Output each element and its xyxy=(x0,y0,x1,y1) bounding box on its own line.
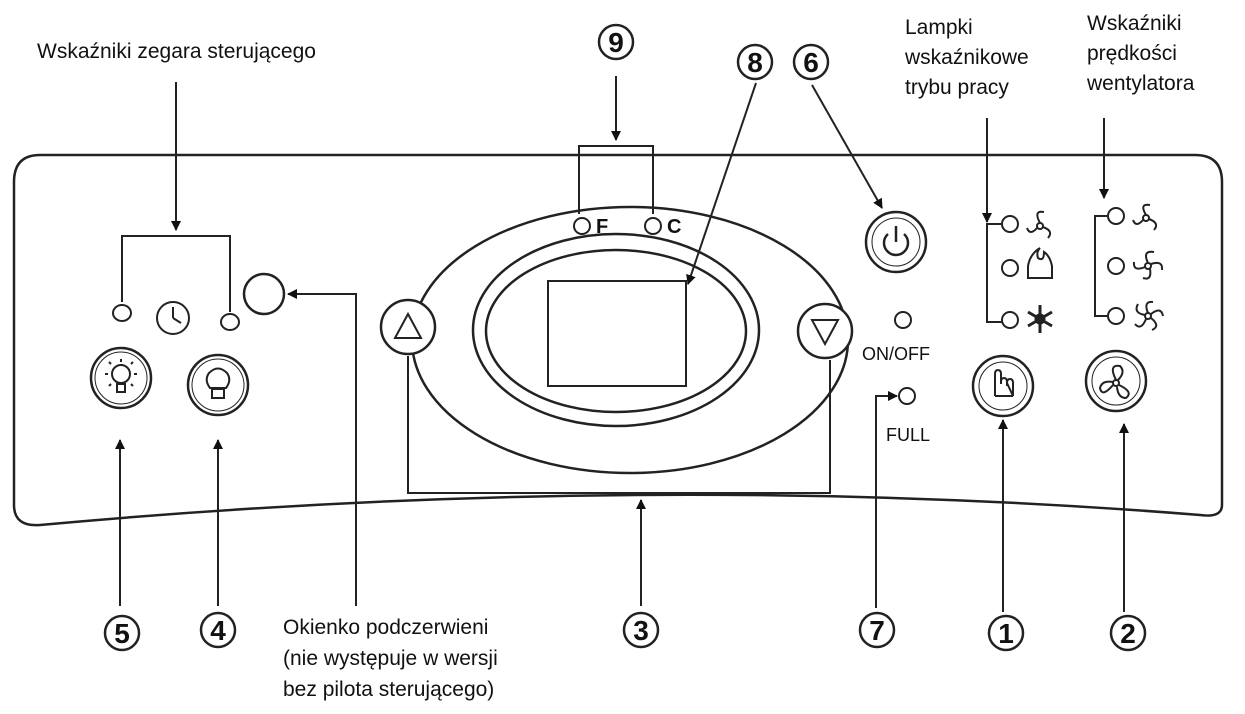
timer-bracket xyxy=(121,235,231,312)
light-button[interactable] xyxy=(186,353,250,417)
fan-led-low xyxy=(1107,207,1125,225)
fan-speed-label-line2: prędkości xyxy=(1087,42,1177,65)
mode-led-fan xyxy=(1001,215,1019,233)
svg-text:6: 6 xyxy=(803,47,819,78)
mode-led-cool xyxy=(1001,311,1019,329)
timer-button[interactable] xyxy=(89,346,153,410)
mode-led-heat xyxy=(1001,259,1019,277)
mode-bracket xyxy=(986,223,1003,323)
mode-lamps-label-line1: Lampki xyxy=(905,16,973,39)
arrows-bracket xyxy=(407,356,831,494)
ir-window-label-line3: bez pilota sterującego) xyxy=(283,678,495,701)
power-callout-arrow xyxy=(811,84,883,209)
ir-window xyxy=(242,272,286,316)
clock-icon xyxy=(156,301,190,335)
callout-9: 9 xyxy=(597,23,635,61)
callout-4: 4 xyxy=(199,611,237,649)
fan-speed-button[interactable] xyxy=(1084,349,1148,413)
timer-indicators-label: Wskaźniki zegara sterującego xyxy=(37,40,316,63)
callout-2: 2 xyxy=(1109,614,1147,652)
up-arrow-icon xyxy=(393,311,423,339)
timer-led-left xyxy=(112,304,132,322)
fan-medium-icon xyxy=(1132,250,1164,280)
hand-icon xyxy=(994,368,1014,397)
callout-8: 8 xyxy=(736,43,774,81)
fan-speed-label-line1: Wskaźniki xyxy=(1087,12,1182,35)
fan-mode-icon xyxy=(1026,210,1052,239)
down-arrow-icon xyxy=(810,319,840,347)
down-button[interactable] xyxy=(796,302,854,360)
svg-text:7: 7 xyxy=(869,615,885,646)
full-led xyxy=(898,387,916,405)
flame-icon xyxy=(1027,247,1053,279)
ir-window-label-line2: (nie występuje w wersji xyxy=(283,647,498,670)
svg-text:4: 4 xyxy=(210,615,226,646)
on-off-label: ON/OFF xyxy=(862,344,930,364)
svg-text:8: 8 xyxy=(747,47,763,78)
ir-window-label-line1: Okienko podczerwieni xyxy=(283,616,489,639)
up-button[interactable] xyxy=(379,298,437,356)
sun-icon xyxy=(105,359,137,393)
callout-7: 7 xyxy=(858,611,896,649)
fahrenheit-label: F xyxy=(596,216,608,238)
fan-led-high xyxy=(1107,307,1125,325)
fahrenheit-led xyxy=(573,217,591,235)
display-screen xyxy=(547,280,687,387)
mode-button[interactable] xyxy=(971,354,1035,418)
fan-led-medium xyxy=(1107,257,1125,275)
fan-speed-label-line3: wentylatora xyxy=(1087,72,1195,95)
svg-text:5: 5 xyxy=(114,618,130,649)
mode-lamps-label-line2: wskaźnikowe xyxy=(905,46,1029,69)
unit-bracket xyxy=(578,145,654,214)
callout-3: 3 xyxy=(622,611,660,649)
svg-text:2: 2 xyxy=(1120,618,1136,649)
on-off-led xyxy=(894,311,912,329)
callout-5: 5 xyxy=(103,614,141,652)
fan-speed-bracket xyxy=(1094,215,1107,317)
fan-icon xyxy=(1098,364,1130,400)
power-icon xyxy=(882,226,910,257)
bulb-icon xyxy=(205,367,231,399)
snowflake-icon xyxy=(1027,305,1053,333)
power-button[interactable] xyxy=(864,210,928,274)
svg-text:9: 9 xyxy=(608,27,624,58)
callout-1: 1 xyxy=(987,614,1025,652)
svg-text:1: 1 xyxy=(998,618,1014,649)
celsius-label: C xyxy=(667,216,681,238)
display-callout-arrow xyxy=(686,82,757,285)
mode-lamps-label-line3: trybu pracy xyxy=(905,76,1009,99)
fan-low-icon xyxy=(1132,203,1158,231)
svg-text:3: 3 xyxy=(633,615,649,646)
timer-led-right xyxy=(220,313,240,331)
fan-high-icon xyxy=(1134,300,1164,331)
callout-6: 6 xyxy=(792,43,830,81)
ir-callout-line xyxy=(287,289,357,606)
full-callout-line xyxy=(875,391,898,608)
full-label: FULL xyxy=(886,425,930,445)
celsius-led xyxy=(644,217,662,235)
